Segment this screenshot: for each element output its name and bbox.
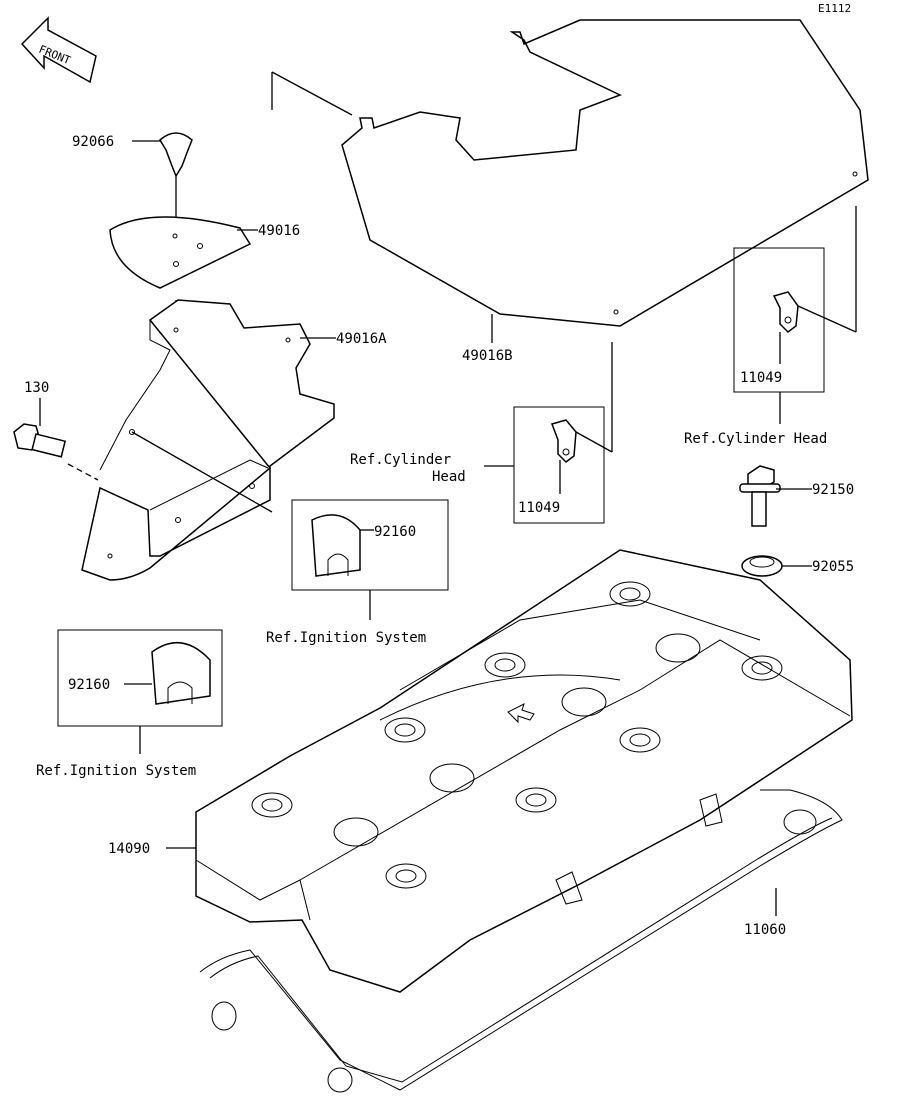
label-49016: 49016: [258, 223, 300, 239]
clip-11049-left: [551, 419, 577, 463]
ref-box-11049-right: [733, 247, 825, 393]
bolt-92150: [739, 465, 781, 527]
cap-92160-center: [311, 514, 361, 577]
label-11049-left: 11049: [518, 500, 560, 516]
label-11049-right: 11049: [740, 370, 782, 386]
diagram-code: E1112: [818, 2, 851, 15]
label-92066: 92066: [72, 134, 114, 150]
bolt-130: [13, 423, 67, 458]
ref-cylinder-head-left-1: Ref.Cylinder: [350, 452, 451, 468]
gasket-11060: [199, 789, 843, 1093]
label-92160-left: 92160: [68, 677, 110, 693]
label-49016B: 49016B: [462, 348, 513, 364]
label-92160-center: 92160: [374, 524, 416, 540]
clip-11049-right: [772, 291, 799, 333]
shield-49016a: [81, 299, 335, 581]
ref-ignition-left: Ref.Ignition System: [36, 763, 196, 779]
ref-box-11049-left: [513, 406, 605, 524]
label-92055: 92055: [812, 559, 854, 575]
ref-ignition-center: Ref.Ignition System: [266, 630, 426, 646]
shield-49016b: [341, 19, 869, 327]
ref-cylinder-head-right: Ref.Cylinder Head: [684, 431, 827, 447]
label-11060: 11060: [744, 922, 786, 938]
label-49016A: 49016A: [336, 331, 387, 347]
label-92150: 92150: [812, 482, 854, 498]
cover-14090: [195, 549, 853, 993]
ref-cylinder-head-left-2: Head: [432, 469, 466, 485]
cap-92160-left: [151, 641, 211, 705]
label-130: 130: [24, 380, 49, 396]
label-14090: 14090: [108, 841, 150, 857]
clip-92066: [159, 132, 193, 178]
shield-49016: [109, 216, 252, 289]
grommet-92055: [741, 555, 783, 577]
front-arrow-icon: FRONT: [20, 16, 97, 84]
